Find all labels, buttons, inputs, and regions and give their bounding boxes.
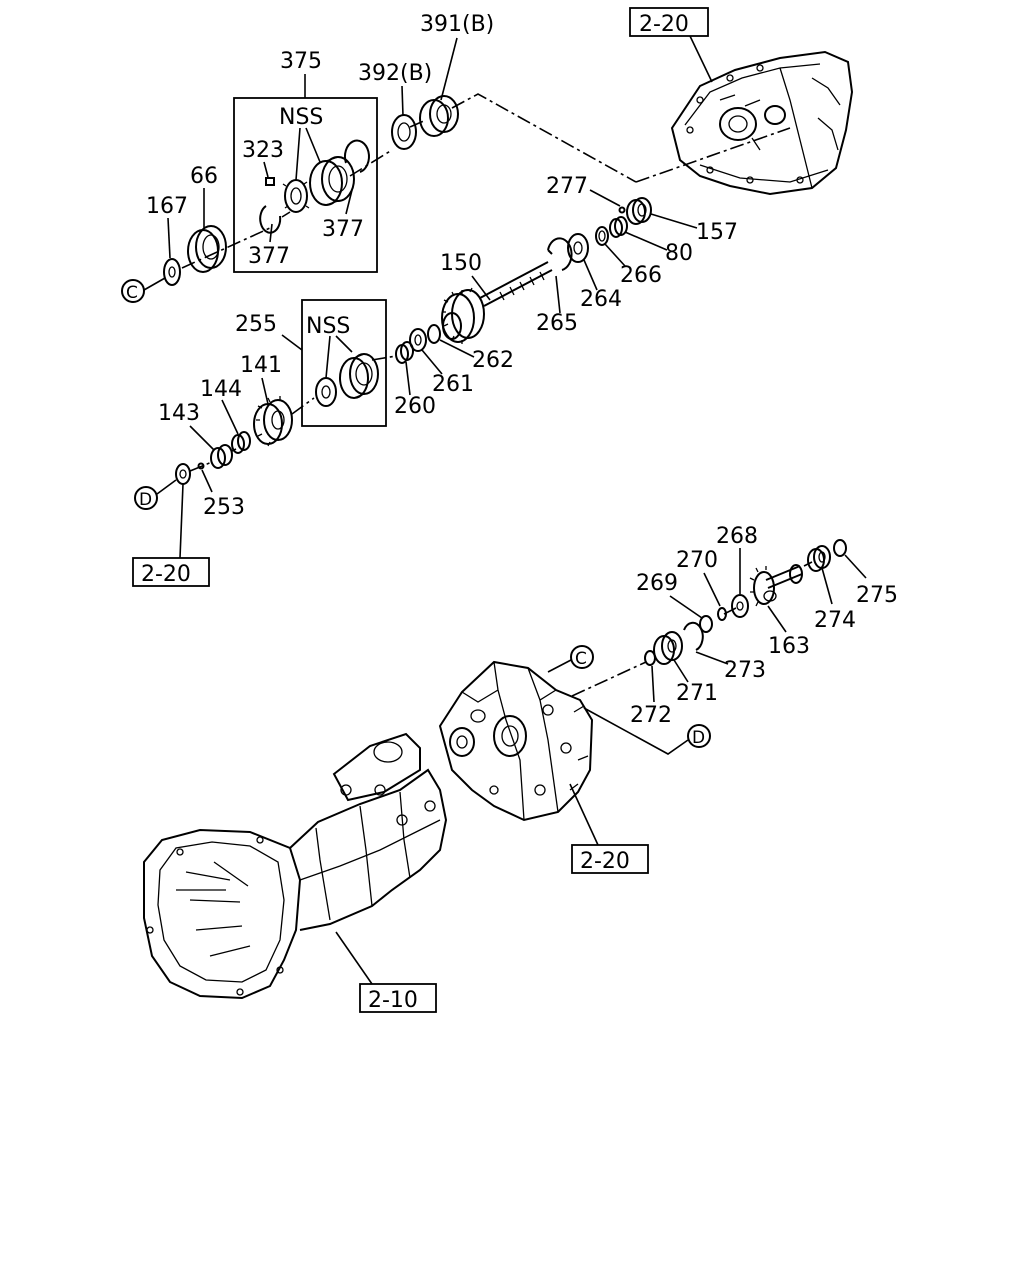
reference-box-transmission[interactable]	[359, 983, 437, 1013]
label-375: 375	[280, 49, 322, 74]
part-143	[210, 444, 233, 469]
part-268	[731, 594, 749, 618]
label-265: 265	[536, 311, 578, 336]
label-377-upper: 377	[322, 217, 364, 242]
rear-extension-housing	[670, 50, 854, 196]
label-nss-mid: NSS	[306, 314, 350, 339]
label-272: 272	[630, 703, 672, 728]
label-nss-top: NSS	[279, 105, 323, 130]
connector-c-right[interactable]: C	[575, 649, 587, 669]
part-262	[427, 324, 441, 344]
part-144	[231, 431, 251, 454]
label-144: 144	[200, 377, 242, 402]
connector-d-left-circle[interactable]	[134, 486, 158, 510]
snap-ring-265	[547, 237, 573, 271]
nss-group-box-255	[301, 299, 387, 427]
connector-d-left[interactable]: D	[139, 490, 152, 510]
reference-transmission[interactable]: 2-10	[368, 988, 418, 1013]
part-washer-lower	[175, 463, 191, 485]
part-157	[626, 197, 652, 225]
part-277	[618, 206, 626, 214]
label-273: 273	[724, 658, 766, 683]
label-260: 260	[394, 394, 436, 419]
label-141: 141	[240, 353, 282, 378]
connector-d-right[interactable]: D	[692, 728, 705, 748]
label-323: 323	[242, 138, 284, 163]
sleeve-gear-nss-top	[282, 156, 355, 213]
part-271	[653, 631, 683, 665]
label-157: 157	[696, 220, 738, 245]
part-272	[644, 650, 656, 666]
part-323	[265, 177, 275, 186]
connector-d-right-circle[interactable]	[687, 724, 711, 748]
reference-left-mid[interactable]: 2-20	[141, 562, 191, 587]
connector-c-left-circle[interactable]	[121, 279, 145, 303]
part-391b	[419, 95, 459, 137]
label-391b: 391(B)	[420, 12, 494, 37]
label-66: 66	[190, 164, 218, 189]
label-268: 268	[716, 524, 758, 549]
label-80: 80	[665, 241, 693, 266]
main-transmission	[143, 732, 448, 1000]
label-163: 163	[768, 634, 810, 659]
label-167: 167	[146, 194, 188, 219]
reference-top-right[interactable]: 2-20	[639, 12, 689, 37]
part-260	[395, 341, 414, 364]
part-392b	[391, 114, 417, 150]
part-269	[699, 615, 713, 633]
part-141	[253, 396, 293, 447]
snap-ring-377-lower	[259, 205, 282, 234]
part-66	[187, 225, 227, 273]
label-261: 261	[432, 372, 474, 397]
label-269: 269	[636, 571, 678, 596]
label-255: 255	[235, 312, 277, 337]
label-264: 264	[580, 287, 622, 312]
connector-c-right-circle[interactable]	[570, 645, 594, 669]
label-253: 253	[203, 495, 245, 520]
label-277: 277	[546, 174, 588, 199]
part-167	[163, 258, 181, 286]
label-271: 271	[676, 681, 718, 706]
transfer-case	[438, 660, 594, 822]
part-150-shaft	[441, 261, 553, 344]
part-270	[717, 607, 727, 621]
label-262: 262	[472, 348, 514, 373]
connector-c-left[interactable]: C	[126, 283, 138, 303]
label-392b: 392(B)	[358, 61, 432, 86]
label-150: 150	[440, 251, 482, 276]
sleeve-gear-nss-mid	[315, 353, 379, 407]
part-275	[833, 539, 847, 557]
reference-case[interactable]: 2-20	[580, 849, 630, 874]
part-261	[409, 328, 427, 352]
label-275: 275	[856, 583, 898, 608]
label-377-lower: 377	[248, 244, 290, 269]
label-143: 143	[158, 401, 200, 426]
reference-box-left-mid[interactable]	[132, 557, 210, 587]
label-266: 266	[620, 263, 662, 288]
reference-box-case[interactable]	[571, 844, 649, 874]
part-266	[595, 226, 609, 246]
label-274: 274	[814, 608, 856, 633]
snap-ring-273	[683, 621, 704, 651]
part-264	[567, 233, 589, 263]
part-274	[807, 545, 831, 572]
snap-ring-377-upper	[343, 139, 370, 173]
part-163	[749, 564, 803, 607]
part-80	[609, 216, 628, 238]
part-253	[197, 462, 205, 470]
reference-box-top-right[interactable]	[629, 7, 709, 37]
label-270: 270	[676, 548, 718, 573]
